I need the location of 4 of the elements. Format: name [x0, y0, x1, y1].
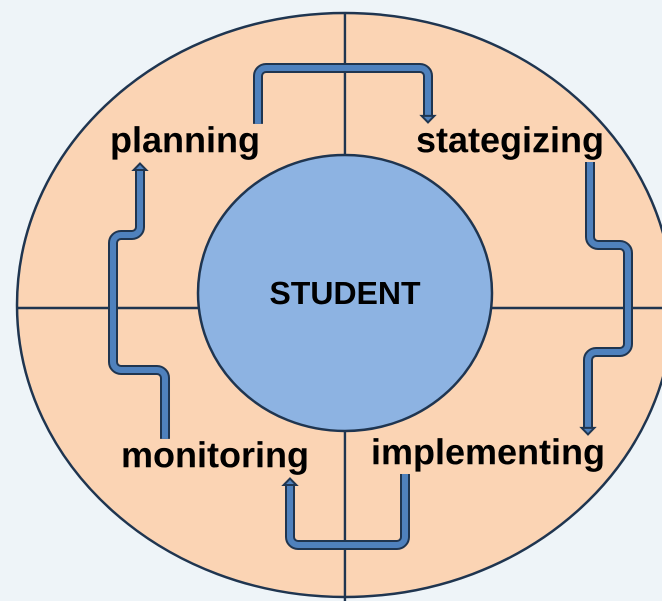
quadrant-label: implementing [374, 438, 603, 472]
arrow [253, 62, 437, 124]
quadrant-label: monitoring [123, 441, 307, 475]
arrow [281, 474, 410, 550]
